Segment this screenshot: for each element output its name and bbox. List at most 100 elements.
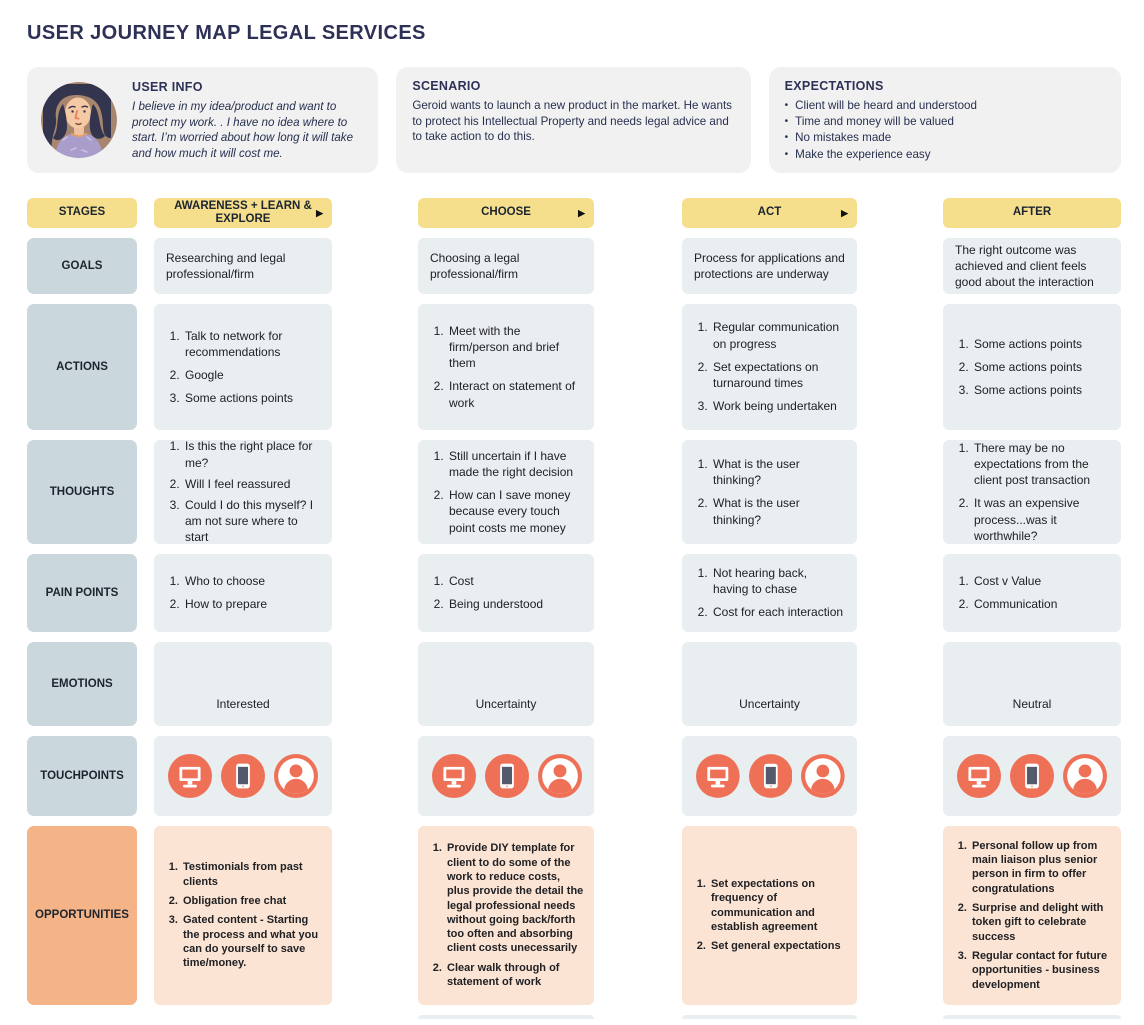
list-item: Is this the right place for me? bbox=[183, 438, 320, 470]
list-item: How can I save money because every touch… bbox=[447, 487, 582, 536]
smartphone-icon bbox=[748, 754, 793, 798]
opportunities-list: Provide DIY template for client to do so… bbox=[428, 836, 584, 994]
list-item: Regular communication on progress bbox=[711, 319, 845, 351]
list-item: Set expectations on turnaround times bbox=[711, 359, 845, 391]
scenario-body: Geroid wants to launch a new product in … bbox=[412, 99, 732, 144]
top-cards-row: USER INFO I believe in my idea/product a… bbox=[27, 67, 1121, 173]
list-item: What is the user thinking? bbox=[711, 495, 845, 527]
row-label-thoughts: THOUGHTS bbox=[27, 439, 137, 544]
opportunities-cell: Personal follow up from main liaison plu… bbox=[943, 825, 1121, 1005]
page-title: USER JOURNEY MAP LEGAL SERVICES bbox=[27, 22, 426, 44]
list-item: Could I do this myself? I am not sure wh… bbox=[183, 497, 320, 546]
stage-header-after[interactable]: AFTER bbox=[943, 197, 1121, 228]
stage-name: CHOOSE bbox=[481, 206, 531, 219]
person-icon bbox=[1063, 753, 1107, 798]
stage-name: AWARENESS + LEARN & EXPLORE bbox=[174, 199, 312, 225]
list-item: Cost bbox=[447, 573, 582, 589]
list-item: Surprise and delight with token gift to … bbox=[970, 901, 1111, 944]
list-item: Obligation free chat bbox=[181, 894, 322, 908]
list-item: Gated content - Starting the process and… bbox=[181, 913, 322, 970]
pain-points-cell: Who to choose How to prepare bbox=[154, 553, 332, 632]
user-info-quote: I believe in my idea/product and want to… bbox=[132, 100, 354, 160]
journey-grid: STAGES AWARENESS + LEARN & EXPLORE ▶ CHO… bbox=[27, 197, 1121, 1019]
person-icon bbox=[538, 753, 582, 798]
list-item: Some actions points bbox=[183, 390, 320, 406]
stage-arrow-icon[interactable]: ▶ bbox=[841, 207, 848, 218]
touchpoints-cell bbox=[418, 735, 594, 816]
monitor-icon bbox=[432, 753, 476, 798]
list-item: What is the user thinking? bbox=[711, 456, 845, 488]
list-item: There may be no expectations from the cl… bbox=[972, 440, 1109, 489]
row-label-pain-points: PAIN POINTS bbox=[27, 553, 137, 632]
next-row-strip bbox=[418, 1014, 594, 1019]
smartphone-icon bbox=[221, 753, 265, 798]
monitor-icon bbox=[957, 753, 1001, 798]
thoughts-cell: There may be no expectations from the cl… bbox=[943, 439, 1121, 544]
list-item: Provide DIY template for client to do so… bbox=[445, 841, 584, 955]
emotion-cell: Uncertainty bbox=[682, 641, 857, 726]
list-item: Testimonials from past clients bbox=[181, 860, 322, 889]
list-item: Will I feel reassured bbox=[183, 476, 320, 492]
goal-cell: The right outcome was achieved and clien… bbox=[943, 237, 1121, 294]
actions-list: Regular communication on progress Set ex… bbox=[694, 312, 845, 421]
thoughts-cell: Is this the right place for me? Will I f… bbox=[154, 438, 332, 546]
opportunities-cell: Set expectations on frequency of communi… bbox=[682, 825, 857, 1005]
expectations-heading: EXPECTATIONS bbox=[784, 79, 884, 93]
next-row-strip bbox=[943, 1014, 1121, 1019]
user-info-heading: USER INFO bbox=[132, 80, 203, 95]
row-label-goals: GOALS bbox=[27, 237, 137, 294]
person-icon bbox=[801, 754, 846, 798]
list-item: Google bbox=[183, 367, 320, 383]
user-avatar bbox=[41, 81, 117, 158]
expectations-list: Client will be heard and understood Time… bbox=[785, 98, 1105, 163]
list-item: Interact on statement of work bbox=[447, 378, 582, 410]
touchpoints-cell bbox=[943, 735, 1121, 816]
person-icon bbox=[274, 753, 318, 798]
list-item: No mistakes made bbox=[785, 130, 1105, 146]
stage-name: ACT bbox=[757, 206, 782, 219]
actions-list: Meet with the firm/person and brief them… bbox=[430, 316, 582, 418]
thoughts-list: Still uncertain if I have made the right… bbox=[430, 441, 582, 543]
list-item: Work being undertaken bbox=[711, 398, 845, 414]
pain-points-cell: Cost Being understood bbox=[418, 553, 594, 632]
list-item: Cost v Value bbox=[972, 573, 1109, 589]
list-item: Time and money will be valued bbox=[785, 114, 1105, 130]
list-item: Personal follow up from main liaison plu… bbox=[970, 839, 1111, 896]
list-item: Make the experience easy bbox=[785, 147, 1105, 163]
actions-cell: Regular communication on progress Set ex… bbox=[682, 303, 857, 430]
actions-cell: Meet with the firm/person and brief them… bbox=[418, 303, 594, 430]
pain-points-list: Cost v Value Communication bbox=[955, 566, 1109, 619]
list-item: Set general expectations bbox=[709, 939, 847, 953]
opportunities-list: Set expectations on frequency of communi… bbox=[692, 872, 847, 958]
user-info-text: USER INFO I believe in my idea/product a… bbox=[132, 78, 364, 161]
monitor-icon bbox=[696, 754, 740, 798]
stage-header-choose[interactable]: CHOOSE ▶ bbox=[418, 197, 594, 228]
goal-cell: Choosing a legal professional/firm bbox=[418, 237, 594, 294]
stage-header-awareness[interactable]: AWARENESS + LEARN & EXPLORE ▶ bbox=[154, 197, 332, 228]
list-item: Clear walk through of statement of work bbox=[445, 961, 584, 990]
smartphone-icon bbox=[1010, 753, 1054, 798]
list-item: Meet with the firm/person and brief them bbox=[447, 323, 582, 372]
thoughts-cell: What is the user thinking? What is the u… bbox=[682, 439, 857, 544]
pain-points-list: Who to choose How to prepare bbox=[166, 566, 320, 619]
opportunities-list: Personal follow up from main liaison plu… bbox=[953, 834, 1111, 997]
list-item: Not hearing back, having to chase bbox=[711, 565, 845, 597]
row-label-opportunities: OPPORTUNITIES bbox=[27, 825, 137, 1005]
opportunities-cell: Provide DIY template for client to do so… bbox=[418, 825, 594, 1005]
scenario-card: SCENARIO Geroid wants to launch a new pr… bbox=[396, 67, 751, 173]
thoughts-list: There may be no expectations from the cl… bbox=[955, 433, 1109, 551]
scenario-heading: SCENARIO bbox=[412, 79, 481, 93]
goal-cell: Researching and legal professional/firm bbox=[154, 237, 332, 294]
expectations-card: EXPECTATIONS Client will be heard and un… bbox=[768, 67, 1121, 173]
list-item: Communication bbox=[972, 596, 1109, 612]
stage-arrow-icon[interactable]: ▶ bbox=[316, 207, 323, 218]
thoughts-list: What is the user thinking? What is the u… bbox=[694, 449, 845, 535]
pain-points-list: Not hearing back, having to chase Cost f… bbox=[694, 558, 845, 628]
list-item: Cost for each interaction bbox=[711, 604, 845, 620]
list-item: Who to choose bbox=[183, 573, 320, 589]
stage-arrow-icon[interactable]: ▶ bbox=[578, 207, 585, 218]
row-label-actions: ACTIONS bbox=[27, 303, 137, 430]
actions-cell: Some actions points Some actions points … bbox=[943, 303, 1121, 430]
stage-header-act[interactable]: ACT ▶ bbox=[682, 197, 857, 228]
